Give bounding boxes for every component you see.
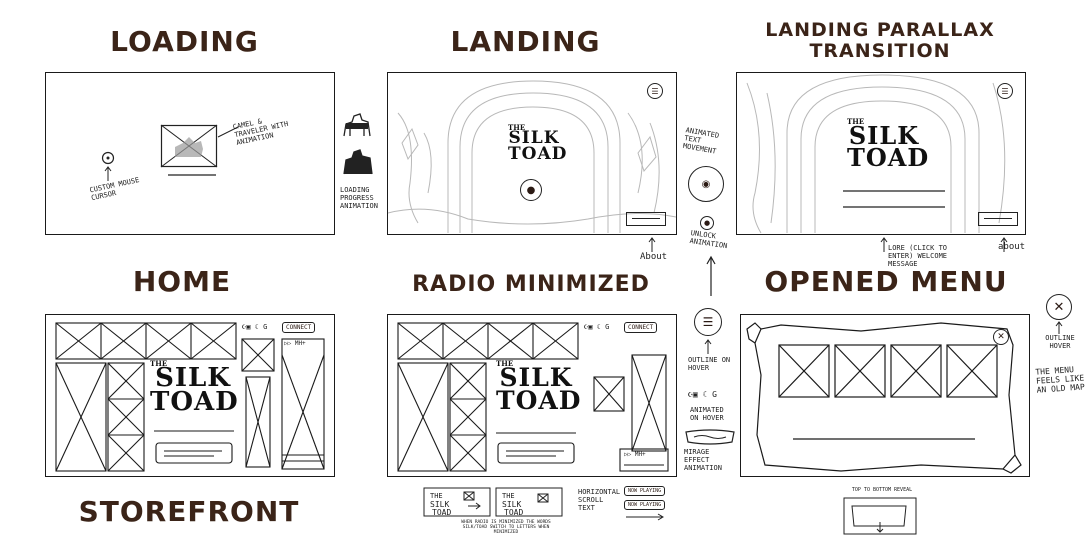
about-arrow-parallax xyxy=(1000,237,1008,252)
outline-hover-arrow xyxy=(704,339,712,354)
radio-nav-icons[interactable]: ☪▣ ☾ G xyxy=(584,323,610,331)
note-about-landing: About xyxy=(640,252,668,262)
parallax-frame: THE SILK TOAD ☰ xyxy=(736,72,1026,235)
title-landing: LANDING xyxy=(450,25,601,58)
now-playing-arrow xyxy=(626,513,664,521)
logo-toad: TOAD xyxy=(508,143,568,164)
loading-progress-line xyxy=(168,174,216,176)
radio-audio-controls[interactable]: ▷▷ MH+ xyxy=(624,451,646,458)
home-wireframe-grid xyxy=(55,322,325,472)
radio-wireframe-grid xyxy=(397,322,669,472)
lore-text-lines xyxy=(843,190,945,208)
parallax-background-sketch xyxy=(746,74,1006,234)
menu-frame: ✕ xyxy=(740,314,1030,477)
landing-unlock-button[interactable]: ● xyxy=(520,179,542,201)
note-outline-hover: OUTLINE ON HOVER xyxy=(688,356,731,373)
note-camel: CAMEL & TRAVELER WITH ANIMATION xyxy=(232,117,290,148)
landing-background-sketch xyxy=(387,80,677,233)
animated-text-badge-icon: ◉ xyxy=(688,166,724,202)
now-playing-sketch-2: NOW PLAYING xyxy=(624,500,666,510)
loading-frame: CUSTOM MOUSE CURSOR CAMEL & TRAVELER WIT… xyxy=(45,72,335,235)
note-horizontal-scroll: HORIZONTAL SCROLL TEXT xyxy=(578,488,621,513)
parallax-radio-box[interactable] xyxy=(978,212,1018,226)
note-animated-text: ANIMATED TEXT MOVEMENT xyxy=(682,126,720,156)
note-mirage: MIRAGE EFFECT ANIMATION xyxy=(684,448,722,473)
radio-arrow-up xyxy=(706,255,716,296)
camel-sketch-2 xyxy=(343,149,373,175)
logo-silk: SILK xyxy=(508,128,560,149)
logo-toad: TOAD xyxy=(847,142,930,172)
landing-frame: THE SILK TOAD ● ☰ xyxy=(387,72,677,235)
svg-text:THE: THE xyxy=(430,492,443,500)
parallax-menu-icon[interactable]: ☰ xyxy=(997,83,1013,99)
mirage-sketch xyxy=(685,429,735,445)
title-loading: LOADING xyxy=(110,25,259,58)
parallax-logo: THE SILK TOAD xyxy=(847,117,930,172)
title-storefront: STOREFRONT xyxy=(78,495,300,528)
svg-text:SILK: SILK xyxy=(502,500,521,509)
svg-text:SILK: SILK xyxy=(430,500,449,509)
home-nav-icons[interactable]: ☪▣ ☾ G xyxy=(242,323,268,331)
home-frame: THE SILK TOAD ☪▣ ☾ G CONNECT ▷▷ MH+ xyxy=(45,314,335,477)
logo-the: THE xyxy=(150,359,168,368)
svg-text:TOAD: TOAD xyxy=(432,508,451,517)
note-unlock: UNLOCK ANIMATION xyxy=(689,229,728,251)
landing-logo: THE SILK TOAD xyxy=(508,123,568,164)
logo-toad: TOAD xyxy=(150,386,239,417)
reveal-sketch xyxy=(843,497,917,535)
title-menu: OPENED MENU xyxy=(764,265,1008,298)
cursor-icon xyxy=(101,151,115,165)
logo-the: THE xyxy=(508,123,526,132)
hover-nav-icons: ☪▣ ☾ G xyxy=(688,390,717,399)
logo-silk: SILK xyxy=(499,363,573,393)
svg-text:THE: THE xyxy=(502,492,515,500)
radio-frame: THE SILK TOAD ☪▣ ☾ G CONNECT ▷▷ MH+ xyxy=(387,314,677,477)
now-playing-sketch-1: NOW PLAYING xyxy=(624,486,666,496)
note-about-parallax: about xyxy=(998,242,1026,252)
logo-silk: SILK xyxy=(155,363,231,394)
radio-logo: THE SILK TOAD xyxy=(496,359,582,415)
outline-hover-menu-icon: ☰ xyxy=(694,308,722,336)
svg-text:TOAD: TOAD xyxy=(504,508,523,517)
note-radio-minimized: WHEN RADIO IS MINIMIZED THE WORDS SILK/T… xyxy=(461,520,551,536)
close-hover-arrow xyxy=(1055,321,1063,334)
logo-the: THE xyxy=(847,117,865,126)
title-parallax: LANDING PARALLAX TRANSITION xyxy=(765,19,995,62)
unlock-icon: ● xyxy=(700,216,714,230)
camel-sketch-1 xyxy=(343,113,371,137)
note-animated-hover: ANIMATED ON HOVER xyxy=(690,406,724,423)
cursor-arrow xyxy=(104,166,112,181)
silk-toad-switch-sketch: THE SILK TOAD THE SILK TOAD xyxy=(423,487,563,517)
logo-the: THE xyxy=(496,359,514,368)
note-top-to-bottom: TOP TO BOTTOM REVEAL xyxy=(851,487,913,493)
about-arrow-landing xyxy=(648,237,656,252)
camel-arrow xyxy=(217,126,239,138)
lore-arrow xyxy=(880,237,888,252)
title-home: HOME xyxy=(132,265,232,298)
note-loading-progress: LOADING PROGRESS ANIMATION xyxy=(340,186,378,211)
home-logo: THE SILK TOAD xyxy=(150,359,239,417)
note-cursor: CUSTOM MOUSE CURSOR xyxy=(88,176,141,203)
title-radio: RADIO MINIMIZED xyxy=(412,272,650,297)
landing-radio-box[interactable] xyxy=(626,212,666,226)
logo-toad: TOAD xyxy=(496,385,582,415)
close-hover-icon: ✕ xyxy=(1046,294,1072,320)
note-lore: LORE (CLICK TO ENTER) WELCOME MESSAGE xyxy=(888,244,948,269)
landing-menu-icon[interactable]: ☰ xyxy=(647,83,663,99)
old-map-menu xyxy=(746,322,1022,474)
note-outline-hover-menu: OUTLINE HOVER xyxy=(1045,334,1075,351)
logo-silk: SILK xyxy=(848,121,920,151)
radio-connect-button[interactable]: CONNECT xyxy=(624,322,658,333)
menu-close-button[interactable]: ✕ xyxy=(993,329,1009,345)
home-connect-button[interactable]: CONNECT xyxy=(282,322,316,333)
note-menu-feels: THE MENU FEELS LIKE AN OLD MAP xyxy=(1035,365,1086,396)
camel-placeholder-image xyxy=(160,124,218,168)
home-audio-controls[interactable]: ▷▷ MH+ xyxy=(284,340,306,347)
